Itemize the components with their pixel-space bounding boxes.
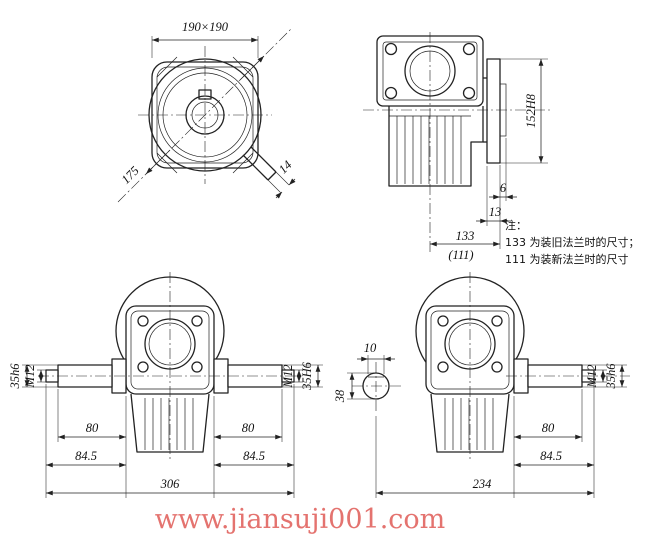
dim-shaft-length-right: 80 — [242, 421, 255, 435]
dim-left-thread: M12 — [23, 365, 37, 389]
dim-flange-bore: 152H8 — [524, 93, 538, 128]
dim-flange-thickness: 13 — [489, 205, 502, 219]
keyway — [198, 89, 212, 100]
dim-overall-width: 234 — [473, 477, 492, 491]
output-flange-plate — [486, 58, 501, 164]
bore-circle — [185, 95, 225, 135]
dim-shaft-length-left: 80 — [86, 421, 99, 435]
flange-outline — [151, 61, 259, 169]
dim-thread: M12 — [585, 365, 599, 389]
dual-shaft-view: 35h6 M12 M12 35H6 80 80 84.5 — [8, 272, 323, 498]
bolt-hole — [191, 361, 203, 373]
key-protrusion — [242, 154, 269, 181]
dim-shaft-length: 80 — [542, 421, 555, 435]
dim-key-width: 14 — [276, 158, 295, 177]
dim-end-length: 84.5 — [540, 449, 562, 463]
dim-overall-width: 306 — [160, 477, 181, 491]
single-shaft-dimensions: 10 38 M12 35h6 80 84.5 234 — [333, 341, 627, 498]
single-shaft-view: 10 38 M12 35h6 80 84.5 234 — [333, 272, 630, 498]
bolt-hole — [437, 315, 449, 327]
bolt-hole — [462, 86, 476, 100]
dim-end-length-right: 84.5 — [243, 449, 265, 463]
dim-shaft-dia: 35h6 — [604, 363, 618, 390]
dim-right-thread: M12 — [281, 365, 295, 389]
side-view: 152H8 6 13 133 (111) 注： 133 为装旧法兰时的尺寸； 1… — [363, 32, 640, 266]
dim-diagonal: 175 — [119, 164, 142, 187]
side-view-dimensions: 152H8 6 13 133 (111) — [430, 58, 548, 262]
body-circle — [148, 58, 262, 172]
front-flange-view: 190×190 175 14 — [117, 20, 296, 203]
bolt-hole — [384, 42, 398, 56]
note-line-new-flange: 111 为装新法兰时的尺寸 — [505, 252, 629, 266]
dim-mount-length-new: (111) — [448, 248, 473, 262]
flange-inner-outline — [156, 66, 254, 164]
dim-end-length-left: 84.5 — [75, 449, 97, 463]
bolt-hole — [462, 42, 476, 56]
dual-shaft-dimensions: 35h6 M12 M12 35H6 80 80 84.5 — [8, 361, 323, 498]
dim-shaft-end-dia: 38 — [333, 389, 347, 403]
body-outline — [388, 106, 484, 187]
bolt-hole — [137, 361, 149, 373]
bolt-hole — [137, 315, 149, 327]
dim-flange-size: 190×190 — [182, 20, 229, 34]
dim-gap: 6 — [500, 181, 507, 195]
dim-left-shaft-dia: 35h6 — [8, 363, 22, 390]
dim-mount-length-old: 133 — [456, 229, 475, 243]
note-prefix: 注： — [505, 218, 527, 232]
note-line-old-flange: 133 为装旧法兰时的尺寸； — [505, 235, 640, 249]
bolt-hole — [437, 361, 449, 373]
flange-notes: 注： 133 为装旧法兰时的尺寸； 111 为装新法兰时的尺寸 — [505, 218, 640, 266]
watermark-text: www.jiansuji001.com — [155, 504, 446, 535]
bolt-hole — [491, 315, 503, 327]
dim-key-width: 10 — [364, 341, 377, 355]
bolt-hole — [384, 86, 398, 100]
bolt-hole — [491, 361, 503, 373]
dim-right-shaft-dia: 35H6 — [300, 361, 314, 391]
bolt-hole — [191, 315, 203, 327]
